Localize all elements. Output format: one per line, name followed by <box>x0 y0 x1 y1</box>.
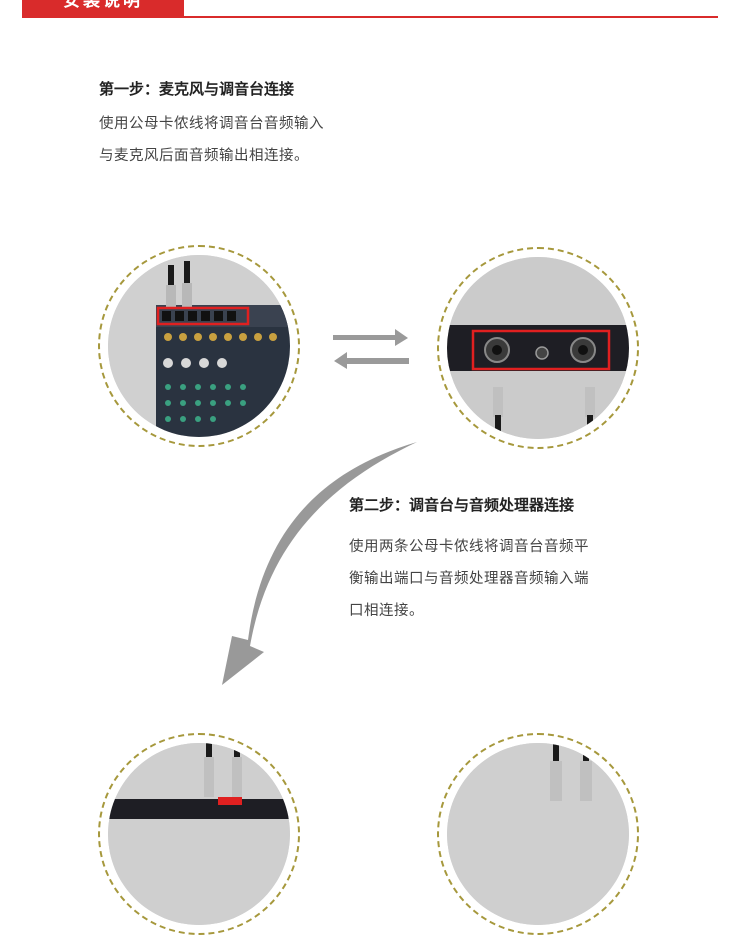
header-divider <box>22 16 718 18</box>
step2-title: 第二步：调音台与音频处理器连接 <box>349 496 575 514</box>
bottom-right-photo <box>447 743 629 925</box>
mixer-photo-circle <box>98 245 300 447</box>
bottom-left-photo-circle <box>98 733 300 935</box>
section-header-title: 安装说明 <box>63 0 143 11</box>
processor-photo <box>447 257 629 439</box>
processor-photo-circle <box>437 247 639 449</box>
mixer-photo <box>108 255 290 437</box>
step1-line-1: 使用公母卡侬线将调音台音频输入 <box>99 116 324 132</box>
bottom-left-photo <box>108 743 290 925</box>
section-header: 安装说明 <box>0 0 740 20</box>
section-header-tab: 安装说明 <box>22 0 184 16</box>
curved-arrow-icon <box>212 440 422 690</box>
step2-line-1: 使用两条公母卡侬线将调音台音频平 <box>349 539 589 555</box>
step2-line-2: 衡输出端口与音频处理器音频输入端 <box>349 571 589 587</box>
bottom-right-photo-circle <box>437 733 639 935</box>
step2-line-3: 口相连接。 <box>349 603 424 619</box>
step1-line-2: 与麦克风后面音频输出相连接。 <box>99 148 309 164</box>
step1-title: 第一步：麦克风与调音台连接 <box>99 80 295 98</box>
exchange-arrows-icon <box>333 328 409 370</box>
